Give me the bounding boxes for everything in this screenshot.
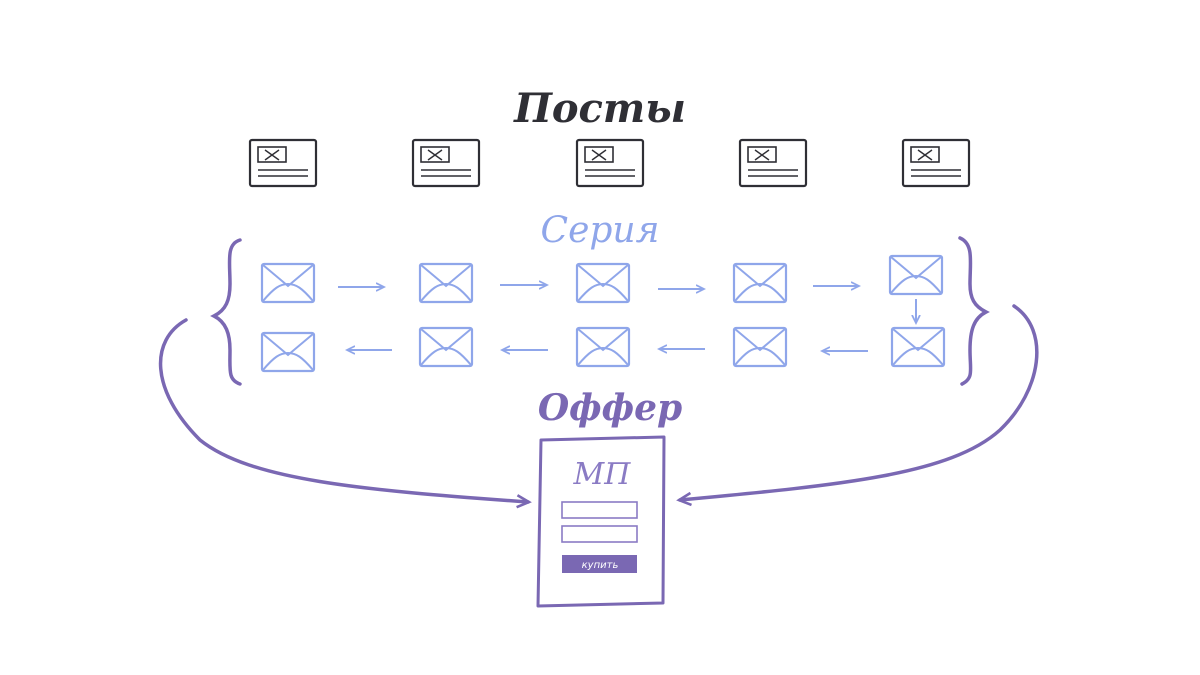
buy-button <box>562 555 637 573</box>
envelope-icon <box>260 262 316 304</box>
post-card-icon <box>575 138 645 188</box>
posts-row <box>248 138 971 188</box>
landing-input-1 <box>561 501 638 519</box>
right-brace <box>958 236 990 386</box>
right-curved-arrow <box>676 304 1039 507</box>
landing-input-2 <box>561 525 638 543</box>
envelope-icon <box>575 326 631 368</box>
post-card-icon <box>901 138 971 188</box>
series-title: Серия <box>541 210 660 251</box>
envelope-icon <box>418 262 474 304</box>
envelope-icon <box>575 262 631 304</box>
post-card-icon <box>411 138 481 188</box>
envelope-icon <box>732 326 788 368</box>
left-brace <box>210 238 242 386</box>
post-card-icon <box>738 138 808 188</box>
left-curved-arrow <box>158 318 532 509</box>
envelope-icon <box>418 326 474 368</box>
landing-logo: МП <box>573 457 632 492</box>
buy-button-label: купить <box>582 560 619 571</box>
series-bottom-arrows <box>348 349 868 351</box>
envelope-icon <box>890 326 946 368</box>
posts-title: Посты <box>513 85 686 132</box>
series-top-row <box>260 254 944 304</box>
envelope-icon <box>732 262 788 304</box>
landing-page: МП купить <box>536 435 666 608</box>
envelope-icon <box>260 331 316 373</box>
series-top-arrows <box>338 285 916 322</box>
offer-title: Оффер <box>538 387 682 429</box>
post-card-icon <box>248 138 318 188</box>
envelope-icon <box>888 254 944 296</box>
